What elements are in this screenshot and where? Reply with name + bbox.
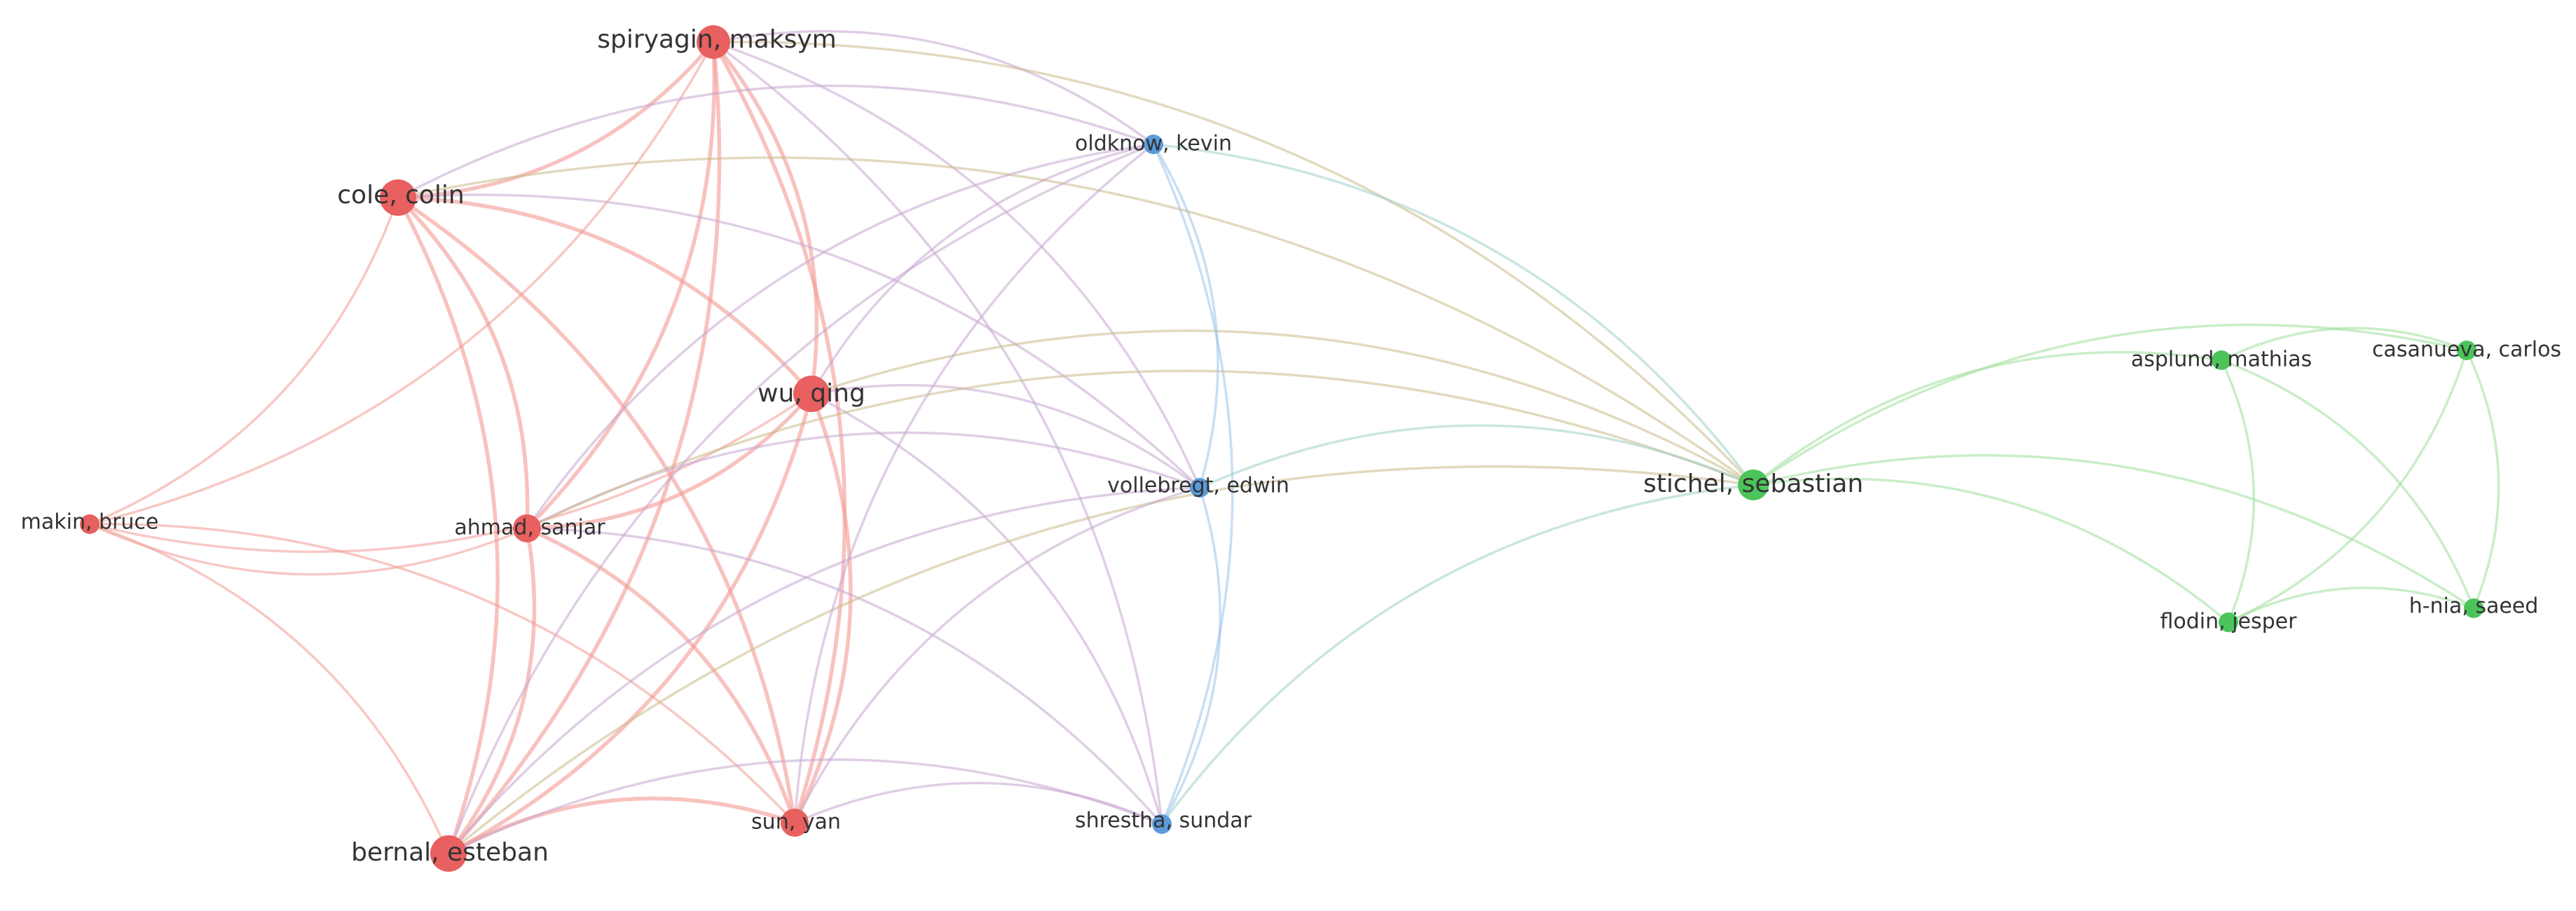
edge-asplund-flodin	[2220, 359, 2255, 623]
node-asplund[interactable]	[2212, 350, 2231, 370]
edge-ahmad-stichel	[526, 369, 1754, 530]
node-flodin[interactable]	[2219, 612, 2238, 632]
node-wu[interactable]	[793, 376, 830, 412]
edge-vollebregt-stichel	[1199, 424, 1754, 489]
label-shrestha: shrestha, sundar	[1075, 809, 1252, 833]
edge-spiryagin-makin	[89, 41, 715, 526]
edge-wu-vollebregt	[811, 383, 1201, 489]
label-sun: sun, yan	[751, 810, 841, 835]
node-cole[interactable]	[380, 179, 416, 216]
edge-sun-shrestha	[794, 781, 1163, 826]
edge-stichel-casanueva	[1753, 323, 2467, 486]
edge-ahmad-shrestha	[526, 527, 1163, 826]
edge-cole-wu	[397, 196, 814, 395]
label-cole: cole, colin	[337, 181, 465, 210]
edge-stichel-hnia	[1753, 454, 2474, 610]
edge-asplund-hnia	[2221, 359, 2475, 609]
edge-cole-vollebregt	[397, 193, 1201, 489]
node-bernal[interactable]	[430, 835, 467, 872]
edge-cole-makin	[89, 197, 399, 526]
edge-stichel-flodin	[1753, 477, 2230, 624]
edge-wu-stichel	[811, 329, 1754, 486]
node-layer	[80, 25, 2483, 872]
edge-wu-oldknow	[810, 143, 1154, 395]
edge-spiryagin-cole	[397, 41, 715, 200]
edge-cole-oldknow	[397, 84, 1154, 199]
edge-wu-sun	[793, 392, 853, 824]
edge-bernal-shrestha	[448, 758, 1163, 855]
edge-sun-vollebregt	[793, 486, 1200, 823]
edge-bernal-vollebregt	[447, 486, 1200, 855]
edge-ahmad-bernal	[446, 528, 537, 855]
label-stichel: stichel, sebastian	[1643, 470, 1863, 498]
node-casanueva[interactable]	[2457, 341, 2476, 360]
edge-spiryagin-wu	[711, 41, 819, 395]
edge-casanueva-flodin	[2228, 350, 2468, 624]
label-casanueva: casanueva, carlos	[2372, 338, 2561, 362]
edge-spiryagin-oldknow	[713, 29, 1155, 146]
edge-makin-bernal	[89, 523, 450, 854]
edge-bernal-oldknow	[447, 143, 1154, 854]
edge-stichel-asplund	[1752, 350, 2222, 486]
edge-cole-ahmad	[397, 196, 530, 529]
label-oldknow: oldknow, kevin	[1075, 132, 1232, 156]
label-bernal: bernal, esteban	[351, 838, 549, 867]
node-shrestha[interactable]	[1152, 814, 1172, 834]
edge-ahmad-oldknow	[526, 143, 1154, 529]
edge-cole-sun	[397, 196, 797, 823]
label-ahmad: ahmad, sanjar	[454, 516, 605, 540]
edge-shrestha-stichel	[1160, 484, 1754, 826]
edge-spiryagin-sun	[711, 41, 847, 823]
edge-cole-stichel	[397, 156, 1755, 486]
edge-oldknow-vollebregt	[1152, 144, 1219, 488]
edge-wu-shrestha	[811, 392, 1163, 825]
edge-asplund-casanueva	[2221, 327, 2467, 362]
edge-bernal-stichel	[447, 465, 1754, 855]
edge-spiryagin-shrestha	[712, 41, 1163, 825]
label-makin: makin, bruce	[21, 510, 159, 535]
edge-oldknow-stichel	[1153, 143, 1755, 486]
label-vollebregt: vollebregt, edwin	[1107, 474, 1289, 498]
node-sun[interactable]	[781, 809, 809, 837]
edge-ahmad-sun	[526, 526, 797, 823]
node-oldknow[interactable]	[1144, 135, 1163, 154]
label-spiryagin: spiryagin, maksym	[597, 25, 836, 54]
edge-flodin-hnia	[2228, 587, 2474, 624]
edge-spiryagin-stichel	[713, 41, 1755, 486]
edge-spiryagin-ahmad	[526, 41, 717, 530]
label-flodin: flodin, jesper	[2160, 610, 2298, 634]
edge-spiryagin-bernal	[446, 41, 722, 855]
node-spiryagin[interactable]	[697, 25, 730, 59]
edge-vollebregt-shrestha	[1160, 487, 1221, 825]
edge-wu-ahmad	[526, 392, 814, 530]
node-stichel[interactable]	[1738, 470, 1769, 500]
edge-casanueva-hnia	[2465, 350, 2500, 609]
label-asplund: asplund, mathias	[2131, 348, 2312, 372]
node-makin[interactable]	[80, 514, 100, 534]
node-hnia[interactable]	[2464, 598, 2483, 618]
edge-makin-sun	[89, 523, 796, 824]
edge-cole-bernal	[396, 196, 500, 854]
label-layer: spiryagin, maksym cole, colin wu, qing maki…	[21, 25, 2561, 867]
node-ahmad[interactable]	[513, 514, 541, 542]
label-hnia: h-nia, saeed	[2409, 594, 2539, 619]
edge-layer	[89, 29, 2500, 856]
edge-sun-oldknow	[793, 143, 1155, 823]
label-wu: wu, qing	[758, 379, 865, 408]
edge-wu-bernal	[447, 393, 814, 856]
edge-oldknow-shrestha	[1152, 144, 1234, 825]
node-vollebregt[interactable]	[1190, 478, 1210, 498]
